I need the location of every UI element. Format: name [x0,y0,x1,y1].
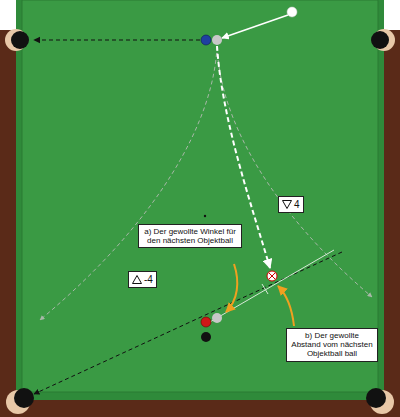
cue-path [222,15,288,38]
callout-box: b) Der gewollte Abstand vom nächsten Obj… [286,328,378,362]
triangle-symbol [282,200,292,209]
spot [204,215,206,217]
cue-ball [287,7,297,17]
spin-value: -4 [144,274,153,285]
ghost-ball [212,35,222,45]
callout-text: a) Der gewollte Winkel für den nächsten … [142,227,238,245]
spin-box: 4 [278,196,304,213]
callout-text: b) Der gewollte Abstand vom nächsten Obj… [290,331,374,359]
distance-tick [262,284,268,294]
ghost-ball [212,313,222,323]
black-ball [201,332,211,342]
leader-arrow [226,264,237,312]
object-ball-path [34,39,200,40]
aim-line [210,250,334,322]
triangle-symbol [132,275,142,284]
pocket-line [34,252,342,394]
blue-ball [201,35,211,45]
felt [16,0,384,400]
spin-box: -4 [128,271,157,288]
cushion-line [22,0,378,392]
target-position [267,271,277,281]
callout-box: a) Der gewollte Winkel für den nächsten … [138,224,242,248]
spin-path [40,46,217,320]
pocket [5,29,395,414]
red-ball [201,317,211,327]
spin-path [217,46,372,297]
leader-arrow [278,286,294,326]
spin-value: 4 [294,199,300,210]
